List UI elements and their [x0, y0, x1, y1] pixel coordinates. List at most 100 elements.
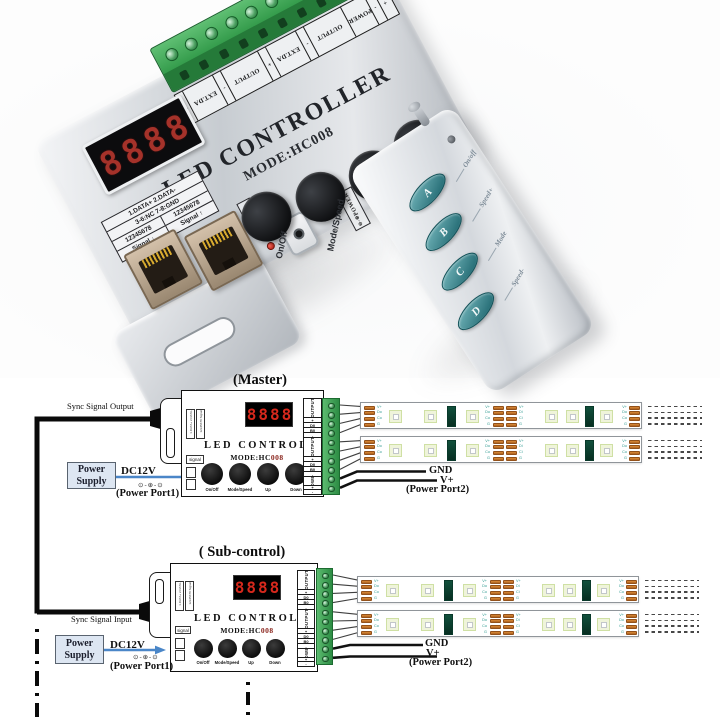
pad-label: V+: [377, 438, 382, 443]
solder-pad: [490, 630, 501, 636]
led-chip: [463, 584, 476, 597]
pad-label: V+: [482, 578, 487, 583]
terminal-label-cell: +: [304, 457, 321, 463]
terminal-label-text: -: [305, 605, 307, 610]
solder-pad: [361, 579, 372, 584]
diagram-button: [193, 638, 213, 658]
terminal-label-text: OUTPUT: [310, 438, 315, 457]
diagram-button: [217, 638, 237, 658]
pad-label: Ci: [519, 450, 523, 455]
led-chip: [545, 444, 558, 457]
solder-pad: [506, 405, 517, 410]
terminal-label-cell: OUTPUT: [304, 399, 321, 419]
led-chip: [545, 410, 558, 423]
plug-symbol: ⊙-⊕-⊙: [138, 482, 164, 489]
terminal-label-text: OUTPUT: [303, 610, 309, 629]
pad-label: Do: [374, 584, 379, 589]
pad-label: V+: [374, 578, 379, 583]
pad-label: Co: [622, 416, 627, 421]
terminal-screw: [328, 421, 335, 428]
continuation-dashes: [645, 597, 699, 599]
pad-label: Co: [377, 416, 382, 421]
terminal-screw: [322, 582, 329, 589]
pad-label: Co: [374, 624, 379, 629]
display-digit: 8: [246, 404, 257, 424]
terminal-label-text: B0: [303, 600, 309, 605]
strip-ic: [585, 440, 594, 461]
pad-label: Do: [374, 618, 379, 623]
pad-label: G: [624, 421, 627, 426]
led-die: [603, 413, 610, 420]
diagram-button: [285, 463, 307, 485]
continuation-dashes: [648, 457, 702, 459]
terminal-label-cell: +: [298, 629, 314, 635]
solder-pad: [506, 417, 517, 422]
pad-label: V+: [516, 578, 521, 583]
solder-pad: [626, 625, 637, 630]
led-die: [427, 413, 434, 420]
solder-pad: [629, 405, 640, 410]
continuation-dashes: [648, 405, 702, 408]
master-title: (Master): [233, 372, 287, 388]
terminal-label-text: B0: [309, 428, 316, 433]
solder-pad: [364, 417, 375, 422]
pin-note-box: 1.DATA+ 2.DATA-: [186, 409, 195, 439]
master-device-model: MODE:HC008: [230, 453, 284, 462]
terminal-label-text: OUTPUT: [303, 571, 309, 590]
strip-ic: [444, 580, 453, 601]
terminal-label-cell: B0: [298, 639, 314, 645]
terminal-label-text: POWER: [310, 477, 315, 485]
solder-pad: [503, 579, 514, 584]
terminal-label-cell: +: [298, 658, 314, 662]
led-die: [569, 413, 576, 420]
display-digit: 8: [234, 577, 245, 597]
sub-flange-slot: [155, 579, 164, 604]
master-power-supply: Power Supply: [67, 462, 116, 489]
terminal-screw: [328, 439, 335, 447]
solder-pad: [626, 579, 637, 584]
pad-label: V+: [622, 438, 627, 443]
solder-pad: [493, 422, 504, 428]
led-die: [545, 621, 552, 628]
led-die: [548, 447, 555, 454]
led-die: [389, 621, 396, 628]
pin-note-box: 12345678 Signal: [196, 409, 205, 439]
led-die: [466, 621, 473, 628]
pad-label: G: [484, 595, 487, 600]
continuation-dashes: [648, 417, 702, 420]
solder-pad: [361, 619, 372, 624]
master-flange-slot: [166, 428, 175, 458]
display-digit: 8: [270, 404, 280, 424]
solder-pad: [361, 630, 372, 636]
diagram-button-label: Down: [290, 487, 302, 492]
pad-label: V+: [377, 404, 382, 409]
led-chip: [389, 410, 402, 423]
terminal-label-cell: OUTPUT: [298, 610, 314, 630]
solder-pad: [364, 439, 375, 444]
pin-note-box: 1.DATA+ 2.DATA-: [175, 581, 184, 611]
terminal-label-cell: -: [304, 490, 321, 494]
pad-label: Co: [619, 590, 624, 595]
pad-label: Co: [619, 624, 624, 629]
pad-label: Co: [485, 416, 490, 421]
pad-label: V+: [485, 438, 490, 443]
terminal-label-text: POWER: [304, 649, 309, 657]
dc12v-label: DC12V: [121, 465, 156, 477]
pad-label: Di: [519, 410, 523, 415]
solder-pad: [490, 619, 501, 624]
terminal-label-text: B0: [303, 639, 309, 644]
continuation-dashes: [645, 591, 699, 594]
led-die: [424, 621, 431, 628]
terminal-label-cell: -: [298, 644, 314, 649]
terminal-label-cell: D0: [304, 423, 321, 429]
terminal-label-text: D0: [303, 595, 309, 600]
pad-label: G: [487, 421, 490, 426]
terminal-label-cell: -: [298, 605, 314, 610]
